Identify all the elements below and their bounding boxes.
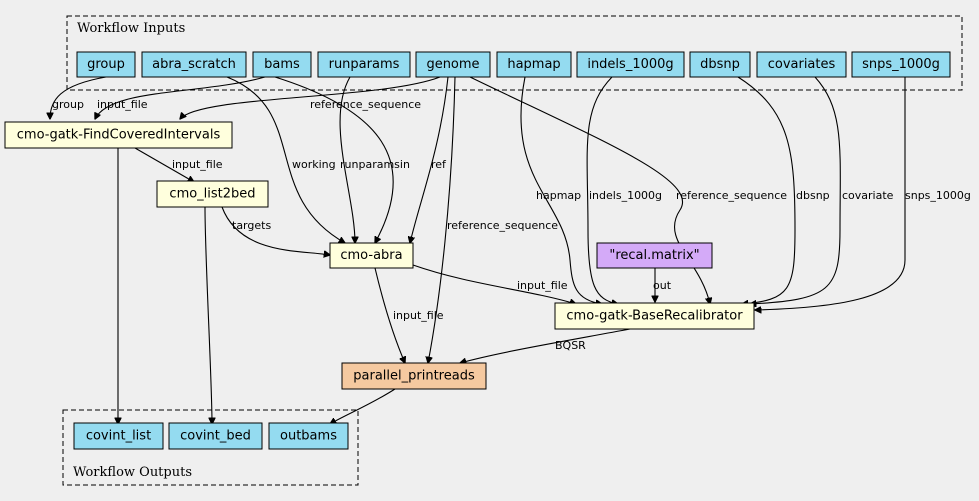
edge-genome-to-printreads: reference_sequence — [428, 76, 558, 363]
output-node-covint-list[interactable]: covint_list — [73, 422, 164, 450]
edge-label-abra-baserecal-input-file: input_file — [517, 279, 568, 292]
svg-text:group: group — [87, 57, 125, 72]
step-node-find-covered-intervals[interactable]: cmo-gatk-FindCoveredIntervals — [4, 121, 233, 149]
edge-list2bed-to-covint-bed — [204, 206, 212, 424]
workflow-outputs-label: Workflow Outputs — [73, 465, 192, 480]
edge-label-targets: targets — [232, 219, 271, 232]
input-node-indels-1000g[interactable]: indels_1000g — [576, 51, 685, 78]
output-node-covint-bed[interactable]: covint_bed — [168, 422, 263, 450]
edge-dbsnp-to-baserecal: dbsnp — [737, 76, 830, 304]
svg-text:snps_1000g: snps_1000g — [862, 57, 940, 72]
input-node-group[interactable]: group — [76, 51, 136, 78]
svg-text:covint_bed: covint_bed — [180, 429, 251, 444]
edge-indels-to-baserecal: indels_1000g — [586, 76, 662, 304]
edge-label-genome-baserecal-reference: reference_sequence — [676, 189, 787, 202]
edge-label-dbsnp: dbsnp — [796, 189, 830, 202]
svg-text:cmo-gatk-FindCoveredIntervals: cmo-gatk-FindCoveredIntervals — [17, 128, 221, 143]
edge-label-out: out — [653, 279, 672, 292]
edge-label-working: working — [292, 158, 336, 171]
svg-text:cmo-abra: cmo-abra — [340, 248, 402, 263]
step-node-abra[interactable]: cmo-abra — [329, 242, 414, 269]
edge-hapmap-to-baserecal: hapmap — [520, 76, 602, 304]
step-node-list2bed[interactable]: cmo_list2bed — [156, 180, 269, 208]
svg-text:"recal.matrix": "recal.matrix" — [609, 248, 699, 263]
step-node-parallel-printreads[interactable]: parallel_printreads — [341, 362, 487, 390]
svg-text:cmo_list2bed: cmo_list2bed — [169, 187, 255, 202]
svg-text:outbams: outbams — [280, 429, 337, 444]
edge-label-genome-printreads-reference: reference_sequence — [447, 219, 558, 232]
edge-runparams-to-abra: runparamsin — [339, 76, 410, 243]
output-node-outbams[interactable]: outbams — [268, 422, 349, 450]
input-node-genome[interactable]: genome — [415, 51, 491, 78]
edge-label-abra-input-file: input_file — [393, 309, 444, 322]
input-node-dbsnp[interactable]: dbsnp — [689, 51, 751, 78]
edge-label-bqsr: BQSR — [555, 339, 586, 352]
step-node-base-recalibrator[interactable]: cmo-gatk-BaseRecalibrator — [554, 302, 755, 330]
svg-text:covariates: covariates — [768, 57, 836, 72]
edge-label-bams-input-file: input_file — [97, 98, 148, 111]
edge-label-snps: snps_1000g — [905, 189, 971, 202]
edge-genome-to-abra: ref — [410, 76, 449, 243]
edge-genome-to-fci: reference_sequence — [180, 76, 441, 119]
svg-text:runparams: runparams — [329, 57, 400, 72]
edge-label-group: group — [52, 98, 84, 111]
edge-label-genome-reference: reference_sequence — [310, 98, 421, 111]
edge-group-to-fci: group — [50, 76, 107, 119]
input-node-bams[interactable]: bams — [252, 51, 312, 78]
edge-bams-to-fci: input_file — [95, 76, 266, 119]
edge-list2bed-to-abra: targets — [221, 206, 330, 255]
svg-text:covint_list: covint_list — [86, 429, 151, 444]
input-node-snps-1000g[interactable]: snps_1000g — [851, 51, 951, 78]
edge-label-runparamsin: runparamsin — [340, 158, 410, 171]
edge-printreads-to-outbams — [330, 388, 396, 424]
svg-text:indels_1000g: indels_1000g — [587, 57, 673, 72]
svg-text:genome: genome — [426, 57, 479, 72]
edge-fci-to-list2bed: input_file — [134, 147, 223, 182]
svg-text:parallel_printreads: parallel_printreads — [353, 369, 475, 384]
default-node-recal-matrix[interactable]: "recal.matrix" — [596, 242, 713, 269]
svg-text:dbsnp: dbsnp — [700, 57, 740, 72]
edge-label-hapmap: hapmap — [536, 189, 581, 202]
input-node-runparams[interactable]: runparams — [317, 51, 411, 78]
edge-covariates-to-baserecal: covariate — [750, 76, 894, 304]
edge-label-ref: ref — [431, 158, 447, 171]
edge-scratch-to-abra: working — [226, 76, 345, 243]
input-node-hapmap[interactable]: hapmap — [496, 51, 572, 78]
workflow-outputs-cluster: Workflow Outputs — [62, 409, 359, 486]
edge-snps-to-baserecal: snps_1000g — [755, 77, 971, 310]
input-node-covariates[interactable]: covariates — [756, 51, 847, 78]
edge-bams-to-abra — [274, 76, 394, 243]
input-node-abra-scratch[interactable]: abra_scratch — [141, 51, 247, 78]
svg-text:cmo-gatk-BaseRecalibrator: cmo-gatk-BaseRecalibrator — [566, 309, 743, 324]
edge-abra-to-printreads: input_file — [374, 267, 444, 363]
edge-label-covariate: covariate — [842, 189, 894, 202]
svg-text:abra_scratch: abra_scratch — [152, 57, 236, 72]
edge-recal-to-baserecal: out — [653, 268, 672, 302]
edge-label-fci-input-file: input_file — [172, 158, 223, 171]
workflow-inputs-label: Workflow Inputs — [77, 21, 185, 36]
svg-text:hapmap: hapmap — [507, 57, 560, 72]
edge-label-indels: indels_1000g — [589, 189, 662, 202]
workflow-inputs-cluster: Workflow Inputs — [66, 15, 963, 91]
svg-text:bams: bams — [264, 57, 300, 72]
edge-abra-to-baserecal: input_file — [412, 264, 576, 304]
edge-baserecal-to-printreads: BQSR — [460, 328, 631, 363]
